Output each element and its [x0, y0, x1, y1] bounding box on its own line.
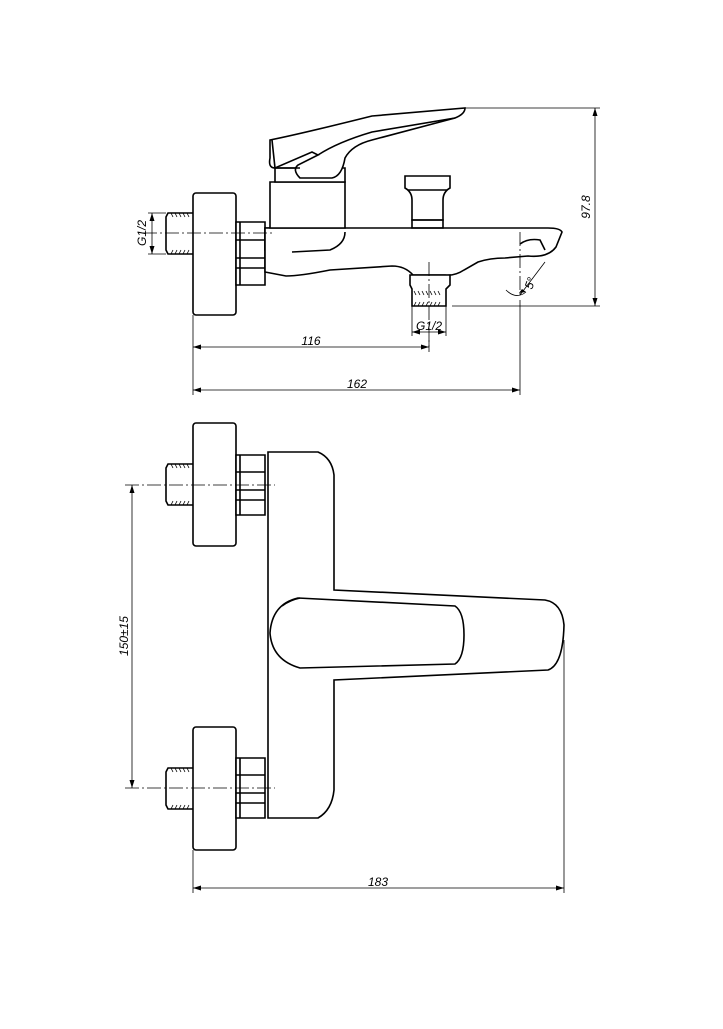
- side-spout-tip: [519, 238, 546, 251]
- side-outlet-dim-arrow: [438, 329, 446, 335]
- side-lever-edge: [317, 117, 456, 156]
- plan-lower-flange: [192, 726, 237, 851]
- plan-length-183-arrow: [193, 885, 201, 891]
- side-inlet-dim-arrow: [149, 246, 155, 254]
- plan-upper-thread-marks: [170, 463, 190, 506]
- side-length-162-arrow: [512, 387, 520, 393]
- side-outlet-thread-label: G1/2: [416, 319, 442, 333]
- side-length-162-dim-lines: [193, 300, 521, 395]
- side-inlet-dim-arrow: [149, 213, 155, 221]
- side-length-162-arrow: [193, 387, 201, 393]
- side-outlet-dim-arrow: [412, 329, 420, 335]
- plan-centers-dim-arrow: [129, 485, 135, 493]
- side-nut-facets: [236, 222, 265, 285]
- plan-upper-flange: [192, 422, 237, 547]
- side-shower-outlet: [409, 274, 451, 307]
- side-outlet-thread-marks: [413, 290, 441, 307]
- side-angle-dim-lines: [505, 261, 546, 296]
- side-body-seam: [291, 231, 346, 253]
- plan-lever-edge: [281, 597, 301, 607]
- side-height-dim-arrow: [592, 298, 598, 306]
- side-length-116-arrow: [421, 344, 429, 350]
- side-diverter-knob: [404, 175, 451, 221]
- plan-lower-pipe: [165, 767, 193, 810]
- plan-upper-pipe: [165, 463, 193, 506]
- plan-length-183-label: 183: [368, 875, 388, 889]
- side-cartridge-dome: [269, 181, 346, 229]
- plan-length-183-arrow: [556, 885, 564, 891]
- side-angle-dim-arrow: [519, 289, 526, 293]
- side-length-116-label: 116: [301, 334, 320, 348]
- side-height-dim-arrow: [592, 108, 598, 116]
- side-diverter-stem: [408, 189, 447, 229]
- side-height-dim-lines: [452, 107, 600, 307]
- plan-lever-plate: [269, 597, 465, 669]
- side-length-116-dim-lines: [192, 315, 430, 395]
- side-height-label: 97.8: [579, 195, 593, 219]
- side-inlet-thread-label: G1/2: [135, 220, 149, 246]
- plan-length-183-dim-lines: [192, 640, 565, 893]
- side-wall-flange: [192, 192, 237, 316]
- side-angle-label: 5°: [522, 275, 539, 291]
- side-length-116-arrow: [193, 344, 201, 350]
- side-spout-body: [264, 227, 563, 277]
- side-inlet-pipe: [165, 212, 193, 255]
- side-lever-handle: [268, 107, 466, 179]
- side-lever-base: [271, 139, 300, 169]
- side-view: G1/2 G1/2 5° 97.8 116 162: [135, 107, 600, 395]
- side-inlet-thread-marks: [170, 212, 190, 255]
- side-eccentric-nut: [235, 221, 266, 286]
- plan-centers-dim-arrow: [129, 780, 135, 788]
- side-length-162-label: 162: [347, 377, 367, 391]
- plan-view: 150±15 183: [117, 422, 565, 893]
- plan-centers-label: 150±15: [117, 616, 131, 656]
- plan-lower-thread-marks: [170, 767, 190, 810]
